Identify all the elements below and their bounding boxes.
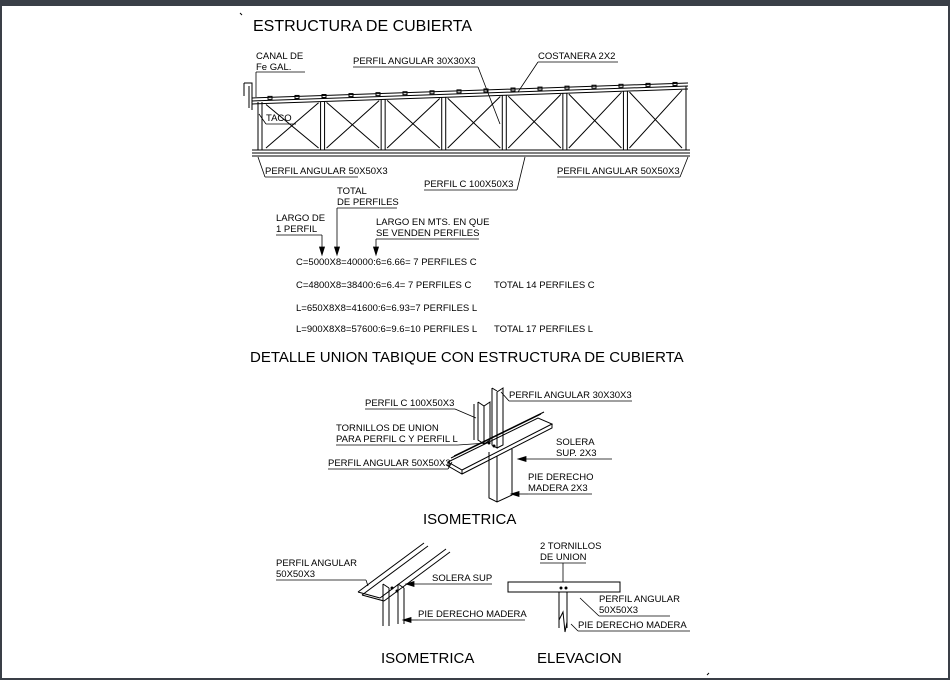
elev-label-pie: PIE DERECHO MADERA <box>578 620 687 631</box>
small-isometric-labels: PERFIL ANGULAR 50X50X3 SOLERA SUP PIE DE… <box>276 558 527 620</box>
label-perfil-50-left: PERFIL ANGULAR 50X50X3 <box>265 166 388 177</box>
truss-diagonal <box>507 94 562 149</box>
small-isometric-drawing <box>357 542 451 626</box>
label-total-2: DE PERFILES <box>337 197 399 208</box>
truss-diagonal <box>629 89 683 149</box>
purlin-mark <box>591 84 597 89</box>
calculations: C=5000X8=40000:6=6.66= 7 PERFILES C C=48… <box>296 257 595 335</box>
truss-diagonal <box>326 100 380 149</box>
roof-truss <box>243 81 690 157</box>
label-largo-mts-1: LARGO EN MTS. EN QUE <box>376 217 490 228</box>
calc-leaders <box>276 207 479 257</box>
elevation-leaders <box>540 562 690 632</box>
detail-label-perfil-30: PERFIL ANGULAR 30X30X3 <box>509 390 632 401</box>
label-perfil-30-truss: PERFIL ANGULAR 30X30X3 <box>353 56 476 67</box>
purlin-mark <box>618 83 624 88</box>
truss-diagonal <box>326 102 380 149</box>
iso-label-perfil-2: 50X50X3 <box>276 569 315 580</box>
detail-leaders <box>328 391 632 498</box>
detail-label-perfil-c: PERFIL C 100X50X3 <box>365 398 454 409</box>
corner-mark-top <box>239 12 243 16</box>
label-costanera: COSTANERA 2X2 <box>538 51 615 62</box>
calc-labels: TOTAL DE PERFILES LARGO DE 1 PERFIL LARG… <box>276 186 490 239</box>
window-left-border <box>0 0 2 680</box>
label-taco: TACO <box>266 113 292 124</box>
roof-structure-title: ESTRUCTURA DE CUBIERTA <box>253 18 472 35</box>
truss-diagonal <box>265 104 319 149</box>
purlin-mark <box>267 95 273 100</box>
detail-isometric-drawing <box>446 387 554 503</box>
elevation-labels: 2 TORNILLOS DE UNION PERFIL ANGULAR 50X5… <box>540 541 687 631</box>
elevation-drawing <box>507 581 621 633</box>
detail-title: DETALLE UNION TABIQUE CON ESTRUCTURA DE … <box>250 349 684 366</box>
detail-label-tornillos-1: TORNILLOS DE UNION <box>336 423 439 434</box>
truss-diagonal <box>447 96 501 149</box>
calc-formula-2: C=4800X8=38400:6=6.4= 7 PERFILES C <box>296 280 471 291</box>
iso-label-solera: SOLERA SUP <box>432 573 492 584</box>
elev-label-perfil-2: 50X50X3 <box>599 605 638 616</box>
calc-total-l: TOTAL 17 PERFILES L <box>494 324 593 335</box>
label-perfil-c-truss: PERFIL C 100X50X3 <box>424 179 513 190</box>
elev-label-tornillos-1: 2 TORNILLOS <box>540 541 601 552</box>
isometric-title-small: ISOMETRICA <box>381 650 474 667</box>
elevation-title: ELEVACION <box>537 650 622 667</box>
calc-total-c: TOTAL 14 PERFILES C <box>494 280 595 291</box>
truss-diagonal <box>629 91 683 149</box>
purlin-mark <box>510 87 516 92</box>
detail-label-solera-1: SOLERA <box>556 437 595 448</box>
iso-label-pie: PIE DERECHO MADERA <box>418 609 527 620</box>
window-bottom-border <box>0 678 950 680</box>
label-largo-1: LARGO DE <box>276 213 325 224</box>
purlin-mark <box>402 91 408 96</box>
truss-diagonal <box>265 102 319 149</box>
corner-mark-bottom <box>706 672 710 676</box>
label-perfil-50-right: PERFIL ANGULAR 50X50X3 <box>557 166 680 177</box>
detail-label-pie-1: PIE DERECHO <box>528 472 593 483</box>
label-largo-2: 1 PERFIL <box>276 224 317 235</box>
window-right-border <box>948 0 950 680</box>
detail-label-tornillos-2: PARA PERFIL C Y PERFIL L <box>336 434 458 445</box>
truss-labels: CANAL DE Fe GAL. PERFIL ANGULAR 30X30X3 … <box>256 51 680 190</box>
window-top-bar <box>0 0 950 6</box>
truss-diagonal <box>568 91 622 149</box>
purlin-mark <box>321 94 327 99</box>
elev-label-tornillos-2: DE UNION <box>540 552 587 563</box>
detail-label-pie-2: MADERA 2X3 <box>528 483 588 494</box>
truss-diagonal <box>507 95 562 149</box>
truss-diagonal <box>386 99 441 149</box>
purlin-mark <box>375 92 381 97</box>
purlin-mark <box>564 85 570 90</box>
purlin-mark <box>348 93 354 98</box>
purlin-mark <box>294 94 300 99</box>
purlin-mark <box>483 88 489 93</box>
label-canal-1: CANAL DE <box>256 51 303 62</box>
label-total-1: TOTAL <box>337 186 367 197</box>
detail-labels: PERFIL C 100X50X3 PERFIL ANGULAR 30X30X3… <box>328 390 632 494</box>
truss-diagonal <box>568 93 622 149</box>
isometric-title-main: ISOMETRICA <box>423 511 516 528</box>
detail-label-perfil-50: PERFIL ANGULAR 50X50X3 <box>328 458 451 469</box>
iso-label-perfil-1: PERFIL ANGULAR <box>276 558 357 569</box>
truss-diagonal <box>386 98 441 149</box>
truss-leaders <box>255 61 689 191</box>
purlin-mark <box>456 89 462 94</box>
purlin-mark <box>429 90 435 95</box>
detail-label-solera-2: SUP. 2X3 <box>556 448 597 459</box>
purlin-mark <box>537 86 543 91</box>
small-isometric-leaders <box>276 579 525 624</box>
calc-formula-4: L=900X8X8=57600:6=9.6=10 PERFILES L <box>296 324 477 335</box>
calc-formula-3: L=650X8X8=41600:6=6.93=7 PERFILES L <box>296 303 477 314</box>
label-canal-2: Fe GAL. <box>256 62 291 73</box>
elev-label-perfil-1: PERFIL ANGULAR <box>599 594 680 605</box>
truss-diagonal <box>447 97 501 149</box>
purlin-mark <box>645 82 651 87</box>
calc-formula-1: C=5000X8=40000:6=6.66= 7 PERFILES C <box>296 257 477 268</box>
purlin-mark <box>672 81 678 86</box>
label-largo-mts-2: SE VENDEN PERFILES <box>376 228 479 239</box>
